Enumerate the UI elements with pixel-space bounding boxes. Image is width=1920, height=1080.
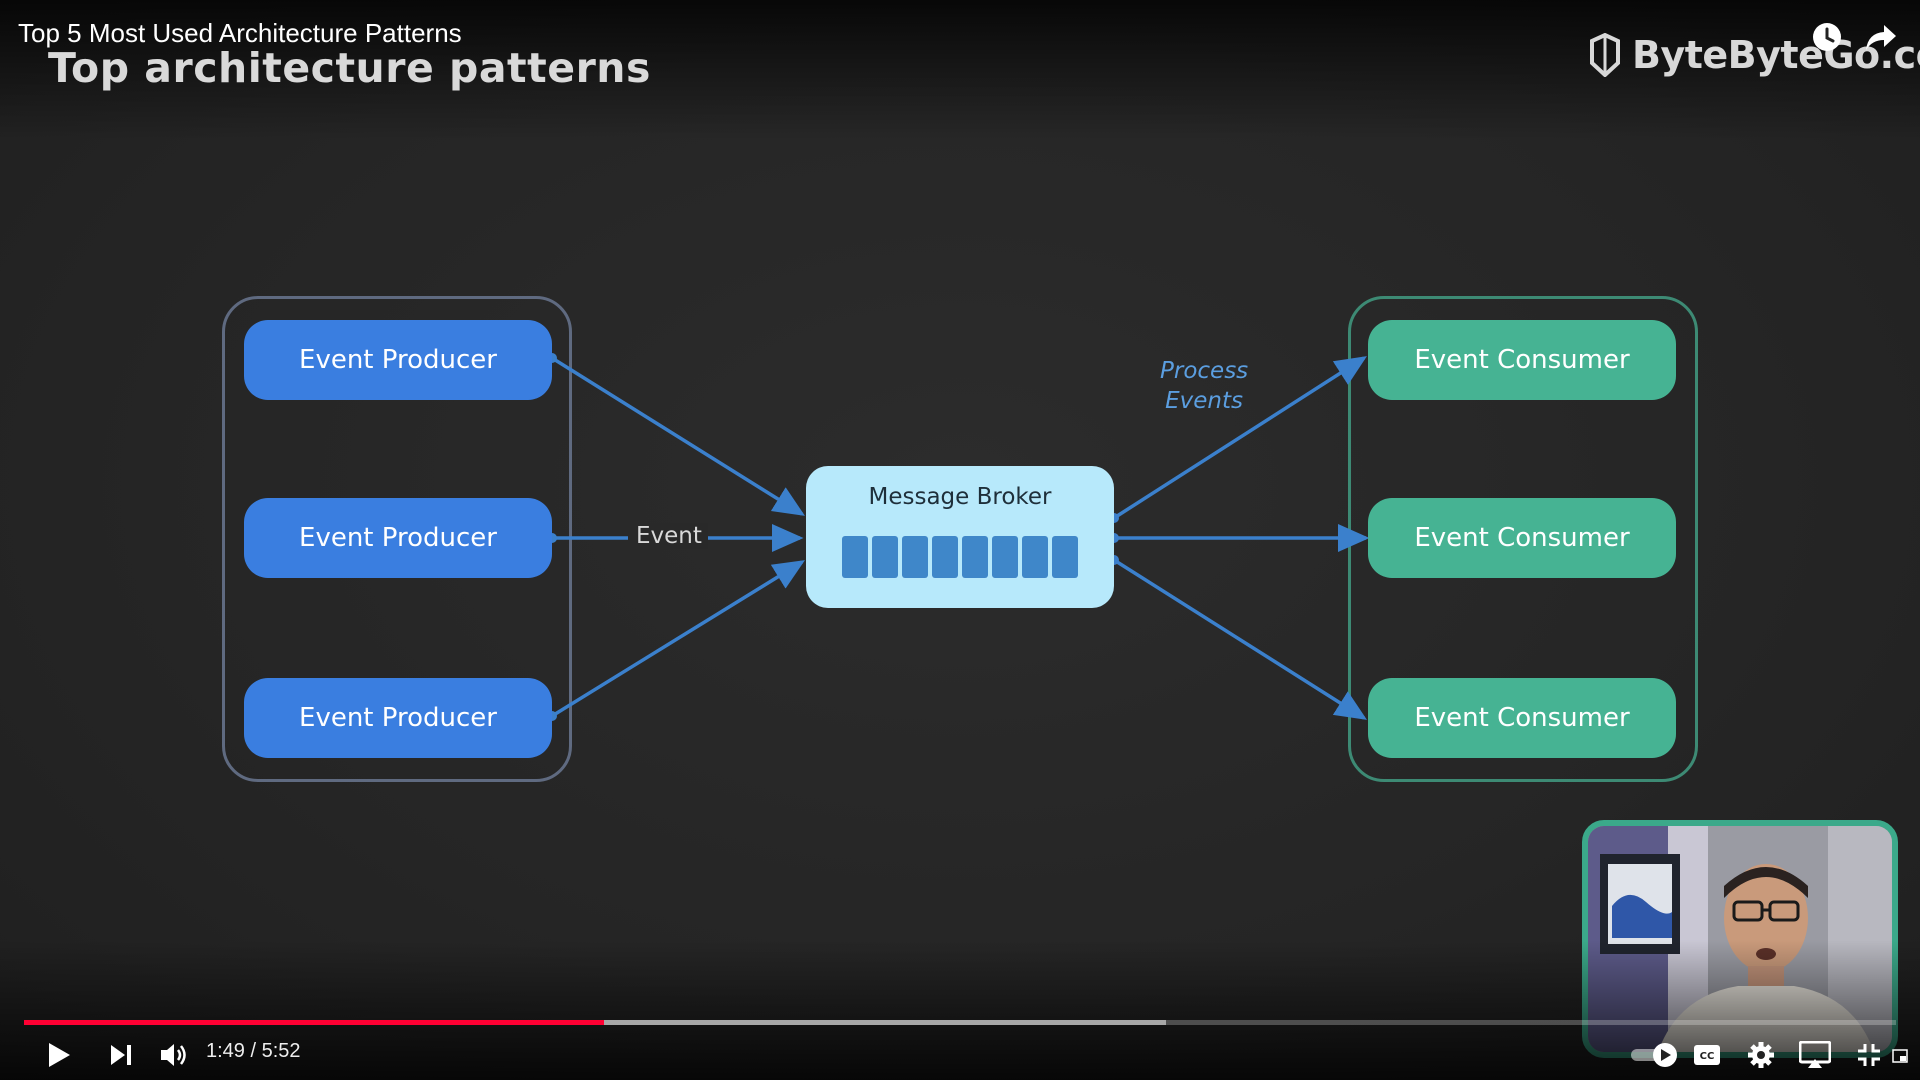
logo-mark-icon	[1590, 33, 1620, 77]
process-events-label: Process Events	[1160, 356, 1248, 416]
watch-later-icon[interactable]	[1808, 18, 1846, 56]
queue-cell	[902, 536, 928, 578]
settings-icon[interactable]	[1744, 1038, 1778, 1072]
queue-cell	[872, 536, 898, 578]
video-title[interactable]: Top 5 Most Used Architecture Patterns	[18, 18, 462, 48]
event-producer-node: Event Producer	[244, 678, 552, 758]
event-consumer-node: Event Consumer	[1368, 320, 1676, 400]
share-icon[interactable]	[1862, 18, 1900, 56]
message-queue	[842, 536, 1078, 578]
queue-cell	[1052, 536, 1078, 578]
process-label-line2: Events	[1165, 388, 1244, 414]
event-producer-node: Event Producer	[244, 320, 552, 400]
process-label-line1: Process	[1160, 358, 1249, 384]
captions-icon[interactable]: CC	[1690, 1038, 1724, 1072]
autoplay-toggle[interactable]	[1628, 1038, 1680, 1072]
event-producer-node: Event Producer	[244, 498, 552, 578]
queue-cell	[842, 536, 868, 578]
progress-bar[interactable]	[24, 1020, 1896, 1025]
play-icon[interactable]	[42, 1038, 76, 1072]
player-controls: CC	[0, 1030, 1920, 1080]
bottom-gradient	[0, 940, 1920, 1080]
slide-title: Top architecture patterns	[48, 44, 651, 92]
message-broker-node: Message Broker	[806, 466, 1114, 608]
broker-label: Message Broker	[868, 484, 1052, 510]
exit-fullscreen-icon[interactable]	[1852, 1038, 1886, 1072]
queue-cell	[962, 536, 988, 578]
queue-cell	[992, 536, 1018, 578]
progress-played	[24, 1020, 605, 1025]
event-consumer-node: Event Consumer	[1368, 678, 1676, 758]
airplay-icon[interactable]	[1796, 1038, 1834, 1072]
time-display: 1:49 / 5:52	[206, 1040, 301, 1062]
queue-cell	[1022, 536, 1048, 578]
queue-cell	[932, 536, 958, 578]
svg-text:CC: CC	[1700, 1051, 1715, 1062]
next-icon[interactable]	[104, 1038, 138, 1072]
miniplayer-icon[interactable]	[1888, 1044, 1912, 1068]
volume-icon[interactable]	[156, 1038, 190, 1072]
event-consumer-node: Event Consumer	[1368, 498, 1676, 578]
event-edge-label: Event	[630, 523, 708, 549]
